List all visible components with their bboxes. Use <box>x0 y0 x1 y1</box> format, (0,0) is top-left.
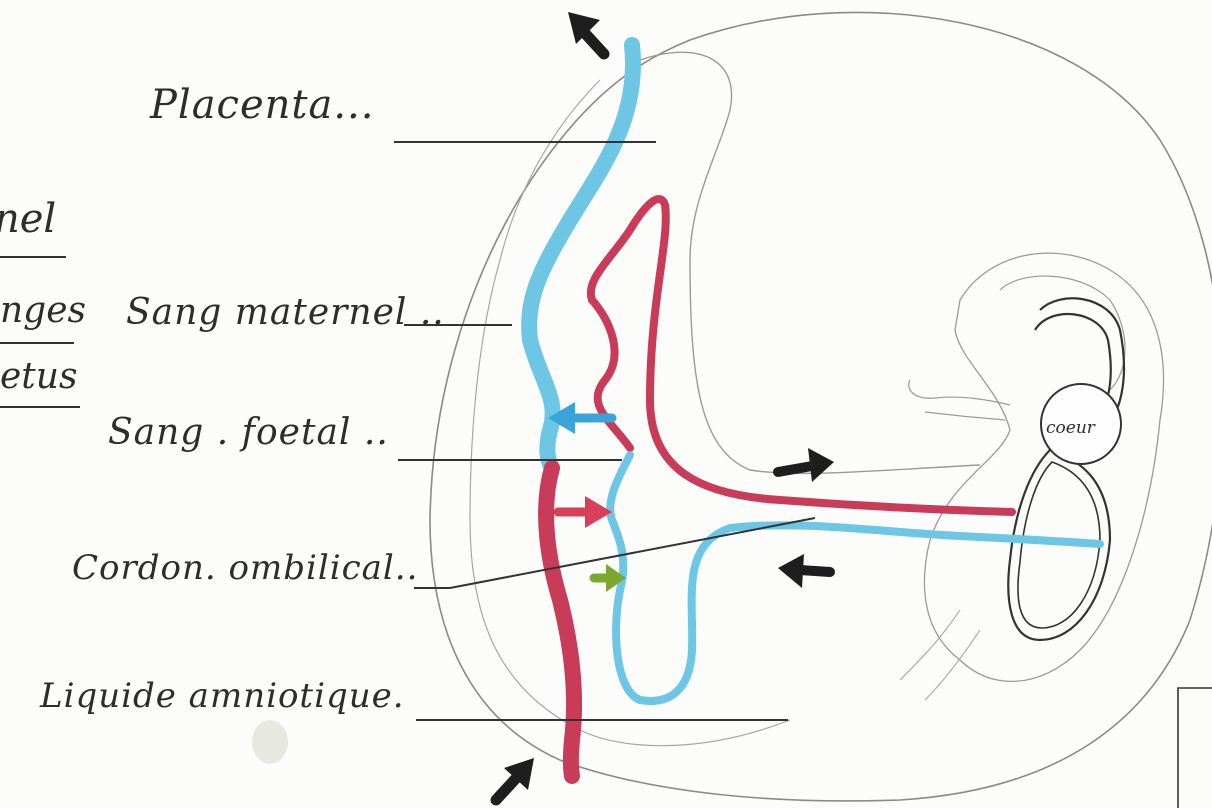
label-coeur: coeur <box>1046 418 1095 438</box>
chorion-outline <box>640 52 980 473</box>
margin-fragment-1: nel <box>0 196 56 242</box>
flow-arrow-bottom <box>496 758 534 800</box>
flow-arrow-right <box>778 448 834 482</box>
margin-fragment-3: etus <box>0 356 77 397</box>
label-placenta: Placenta... <box>150 82 374 128</box>
embryo-limb <box>909 380 1010 420</box>
label-liquide-amniotique: Liquide amniotique. <box>40 676 405 716</box>
embryo-outline <box>924 253 1163 681</box>
label-cordon-ombilical: Cordon. ombilical.. <box>72 548 418 588</box>
fetal-vein-blue <box>610 455 1100 701</box>
embryo-lower-limb <box>900 610 980 700</box>
maternal-vessel-blue <box>529 45 633 468</box>
flow-arrow-left <box>778 554 830 588</box>
eraser-smudge <box>252 720 288 764</box>
label-sang-maternel: Sang maternel .. <box>126 292 445 333</box>
margin-underline-3 <box>0 406 80 408</box>
leader-cordon-diagonal <box>450 518 815 588</box>
arrow-red-to-fetus <box>558 496 612 528</box>
corner-box <box>1178 688 1212 808</box>
placenta-outline <box>470 80 790 746</box>
margin-underline-1 <box>0 256 66 258</box>
flow-arrow-top <box>568 12 604 54</box>
margin-fragment-2: nges <box>0 290 86 331</box>
label-sang-foetal: Sang . foetal .. <box>108 412 389 453</box>
margin-underline-2 <box>0 342 74 344</box>
